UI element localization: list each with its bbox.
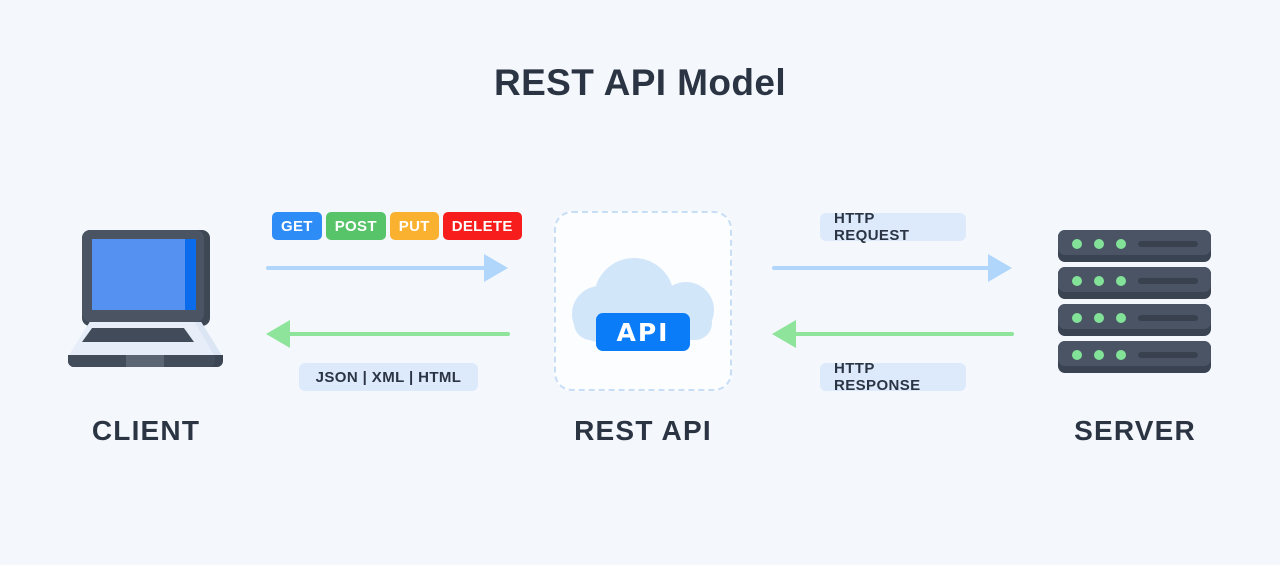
method-badge-get[interactable]: GET — [272, 212, 322, 240]
server-label: SERVER — [1074, 415, 1196, 446]
arrow-shaft — [288, 332, 510, 336]
data-formats-pill: JSON | XML | HTML — [299, 363, 478, 391]
arrow-head — [266, 320, 290, 348]
http-request-pill: HTTP REQUEST — [820, 210, 966, 244]
arrow-head — [772, 320, 796, 348]
status-led — [1072, 313, 1082, 323]
method-badge-delete[interactable]: DELETE — [442, 212, 522, 240]
status-led — [1072, 350, 1082, 360]
status-led — [1072, 276, 1082, 286]
server-rack-icon — [1058, 230, 1211, 373]
status-led — [1072, 239, 1082, 249]
status-led — [1116, 276, 1126, 286]
arrow-server-to-api — [772, 320, 1014, 348]
method-badge-put[interactable]: PUT — [389, 212, 439, 240]
status-led — [1116, 239, 1126, 249]
status-led — [1094, 313, 1104, 323]
server-rack-unit — [1058, 304, 1211, 336]
arrow-shaft — [772, 266, 990, 270]
method-badge-post[interactable]: POST — [325, 212, 386, 240]
arrow-head — [484, 254, 508, 282]
server-rack-unit — [1058, 230, 1211, 262]
laptop-screen — [92, 239, 196, 310]
api-badge: API — [596, 313, 690, 351]
status-led — [1094, 276, 1104, 286]
laptop-keyboard — [82, 328, 194, 342]
arrow-shaft — [266, 266, 486, 270]
laptop-screen-edge — [185, 239, 196, 310]
status-led — [1094, 239, 1104, 249]
status-led — [1116, 350, 1126, 360]
arrow-head — [988, 254, 1012, 282]
arrow-api-to-client — [266, 320, 510, 348]
arrow-shaft — [794, 332, 1014, 336]
laptop-trackpad-notch — [126, 355, 164, 367]
status-led — [1094, 350, 1104, 360]
http-method-badge-group: GET POST PUT DELETE — [272, 212, 522, 240]
rack-slot-bar — [1138, 278, 1198, 284]
server-rack-unit — [1058, 267, 1211, 299]
arrow-client-to-api — [266, 254, 508, 282]
rest-api-label: REST API — [574, 415, 712, 446]
rack-slot-bar — [1138, 315, 1198, 321]
laptop-icon — [68, 230, 223, 370]
rack-slot-bar — [1138, 352, 1198, 358]
http-response-pill: HTTP RESPONSE — [820, 360, 966, 394]
client-label: CLIENT — [91, 415, 201, 446]
server-rack-unit — [1058, 341, 1211, 373]
status-led — [1116, 313, 1126, 323]
rack-slot-bar — [1138, 241, 1198, 247]
arrow-api-to-server — [772, 254, 1012, 282]
page-title: REST API Model — [493, 62, 787, 103]
